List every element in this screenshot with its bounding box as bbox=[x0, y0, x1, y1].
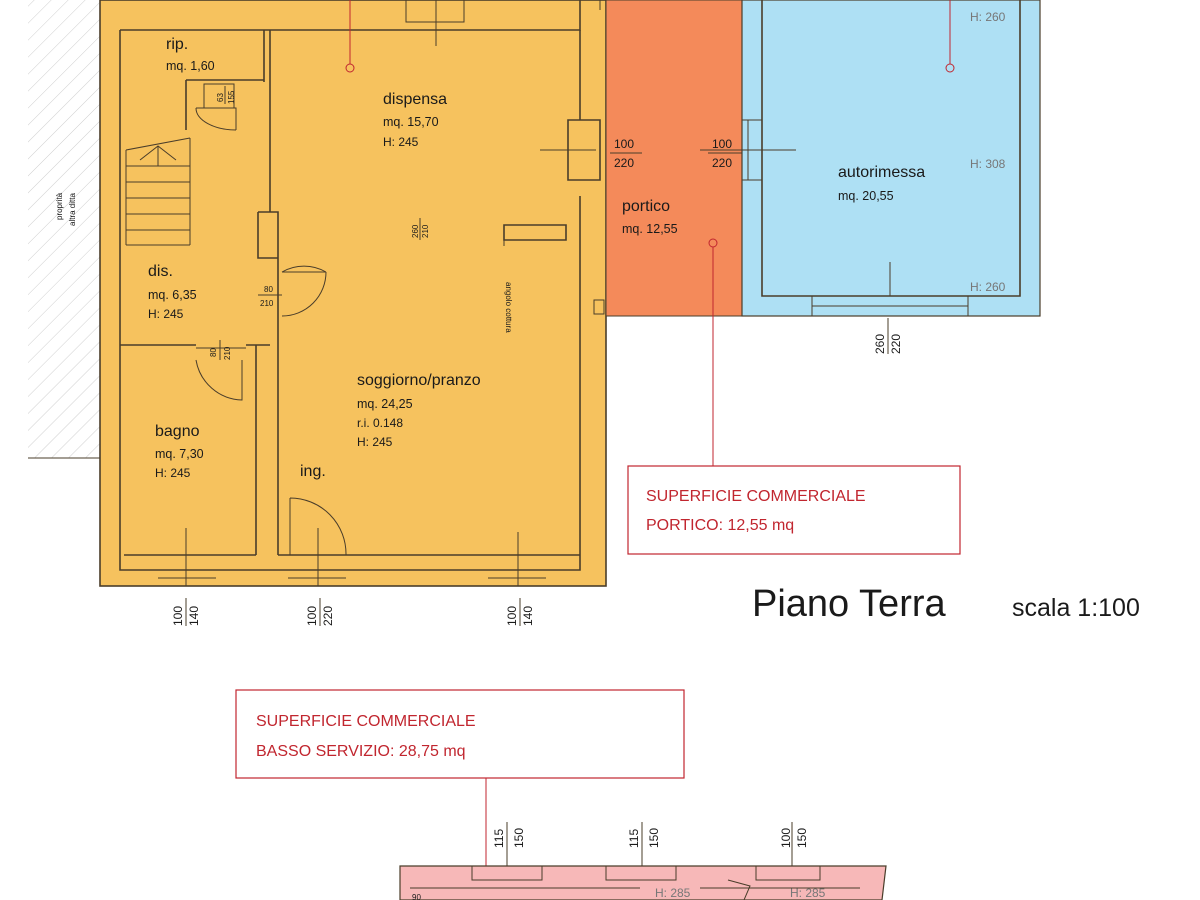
room-bagno-area: mq. 7,30 bbox=[155, 447, 204, 461]
neighbor-label-1: proprità bbox=[55, 192, 64, 220]
plan-scale: scala 1:100 bbox=[1012, 594, 1140, 622]
room-portico-area: mq. 12,55 bbox=[622, 222, 678, 236]
garage-side-door-dimension: 100 220 bbox=[708, 137, 742, 170]
garage-height-bottom: H: 260 bbox=[970, 280, 1006, 294]
svg-text:80: 80 bbox=[209, 348, 218, 357]
svg-text:115: 115 bbox=[627, 829, 641, 848]
central-arch-dimension: 260 210 bbox=[411, 218, 430, 240]
garage-gate-dimension: 260 220 bbox=[873, 318, 903, 354]
svg-text:220: 220 bbox=[321, 606, 335, 626]
room-bagno-height: H: 245 bbox=[155, 466, 191, 480]
svg-text:150: 150 bbox=[647, 828, 661, 848]
svg-text:220: 220 bbox=[614, 156, 634, 170]
svg-text:115: 115 bbox=[492, 829, 506, 848]
room-autorimessa-area: mq. 20,55 bbox=[838, 189, 894, 203]
room-dis-height: H: 245 bbox=[148, 307, 184, 321]
plan-title: Piano Terra bbox=[752, 583, 947, 625]
lower-height-1: H: 285 bbox=[655, 886, 691, 900]
room-portico-name: portico bbox=[622, 198, 670, 215]
room-bagno-name: bagno bbox=[155, 423, 200, 440]
callout-portico: SUPERFICIE COMMERCIALE PORTICO: 12,55 mq bbox=[627, 465, 961, 555]
callout-portico-line1: SUPERFICIE COMMERCIALE bbox=[646, 488, 866, 505]
room-dispensa-area: mq. 15,70 bbox=[383, 115, 439, 129]
callout-basso-servizio: SUPERFICIE COMMERCIALE BASSO SERVIZIO: 2… bbox=[235, 689, 685, 779]
dimension-lines bbox=[185, 0, 891, 586]
room-dis-name: dis. bbox=[148, 263, 173, 280]
svg-text:150: 150 bbox=[795, 828, 809, 848]
living-window-dimension: 100 140 bbox=[505, 598, 535, 626]
interior-walls bbox=[120, 0, 601, 587]
svg-text:80: 80 bbox=[264, 285, 273, 294]
interior-door-dimension: 80 210 bbox=[258, 285, 282, 308]
svg-text:100: 100 bbox=[779, 828, 793, 848]
rip-door-dimension: 63 155 bbox=[216, 86, 236, 104]
lower-window-1-dimension: 115 150 bbox=[492, 822, 526, 866]
neighbor-label-2: altra ditta bbox=[68, 193, 77, 226]
svg-text:220: 220 bbox=[712, 156, 732, 170]
lower-window-3-dimension: 100 150 bbox=[779, 822, 809, 866]
garage bbox=[741, 0, 1041, 317]
svg-text:140: 140 bbox=[187, 606, 201, 626]
neighbor-property: proprità altra ditta bbox=[28, 0, 101, 459]
room-soggiorno-area: mq. 24,25 bbox=[357, 397, 413, 411]
lower-height-2: H: 285 bbox=[790, 886, 826, 900]
svg-text:210: 210 bbox=[421, 224, 430, 238]
svg-text:210: 210 bbox=[260, 299, 274, 308]
svg-text:155: 155 bbox=[227, 90, 236, 104]
room-rip-name: rip. bbox=[166, 36, 188, 53]
lower-plan: H: 285 H: 285 90 115 150 115 150 100 150 bbox=[399, 822, 887, 900]
opening-dimensions: 63 155 100 220 100 220 80 210 80 210 260 bbox=[171, 86, 903, 626]
room-dispensa-name: dispensa bbox=[383, 91, 447, 108]
svg-text:220: 220 bbox=[889, 334, 903, 354]
bagno-window-dimension: 100 140 bbox=[171, 598, 201, 626]
house-body bbox=[99, 0, 607, 587]
entrance-door-dimension: 100 220 bbox=[305, 598, 335, 626]
garage-height-mid: H: 308 bbox=[970, 157, 1006, 171]
svg-text:100: 100 bbox=[505, 606, 519, 626]
room-ingresso-name: ing. bbox=[300, 463, 326, 480]
svg-text:150: 150 bbox=[512, 828, 526, 848]
room-autorimessa-name: autorimessa bbox=[838, 164, 925, 181]
svg-text:100: 100 bbox=[712, 137, 732, 151]
room-soggiorno-height: H: 245 bbox=[357, 435, 393, 449]
svg-text:210: 210 bbox=[223, 346, 232, 360]
porch bbox=[593, 0, 743, 317]
room-rip-area: mq. 1,60 bbox=[166, 59, 215, 73]
room-soggiorno-name: soggiorno/pranzo bbox=[357, 372, 481, 389]
callout-portico-line2: PORTICO: 12,55 mq bbox=[646, 517, 794, 534]
dispensa-window-dimension: 100 220 bbox=[610, 137, 642, 170]
callout-basso-line2: BASSO SERVIZIO: 28,75 mq bbox=[256, 743, 466, 760]
svg-text:100: 100 bbox=[614, 137, 634, 151]
svg-text:260: 260 bbox=[873, 334, 887, 354]
callout-basso-line1: SUPERFICIE COMMERCIALE bbox=[256, 713, 476, 730]
fireplace-note: angolo cottura bbox=[504, 282, 513, 333]
svg-text:140: 140 bbox=[521, 606, 535, 626]
room-labels: rip. mq. 1,60 dispensa mq. 15,70 H: 245 … bbox=[148, 10, 1006, 480]
lower-window-2-dimension: 115 150 bbox=[627, 822, 661, 866]
svg-text:100: 100 bbox=[305, 606, 319, 626]
red-leaders bbox=[345, 0, 955, 900]
dis-door-dimension: 80 210 bbox=[209, 340, 232, 360]
room-dispensa-height: H: 245 bbox=[383, 135, 419, 149]
svg-text:100: 100 bbox=[171, 606, 185, 626]
room-dis-area: mq. 6,35 bbox=[148, 288, 197, 302]
svg-text:260: 260 bbox=[411, 224, 420, 238]
svg-text:63: 63 bbox=[216, 93, 225, 102]
room-soggiorno-ri: r.i. 0.148 bbox=[357, 416, 403, 430]
lower-small-dim: 90 bbox=[412, 893, 421, 900]
garage-height-top: H: 260 bbox=[970, 10, 1006, 24]
